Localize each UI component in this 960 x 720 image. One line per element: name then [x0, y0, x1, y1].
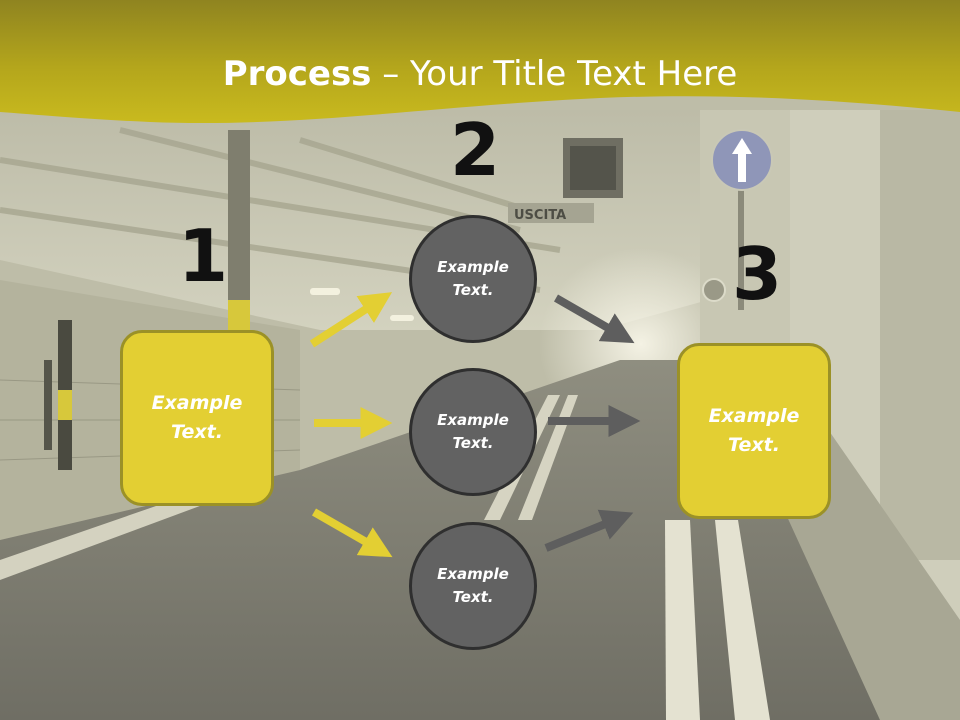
circle-bottom-label: Example Text. — [437, 565, 509, 606]
circle-middle-label: Example Text. — [437, 411, 509, 452]
step-number-1: 1 — [178, 214, 229, 298]
header-banner — [0, 0, 960, 124]
right-box-label: Example Text. — [708, 405, 800, 456]
circle-middle: Example Text. — [409, 368, 537, 496]
slide-title: Process – Your Title Text Here — [0, 54, 960, 94]
step-number-3: 3 — [732, 232, 783, 316]
left-box-label: Example Text. — [151, 392, 243, 443]
step-number-2: 2 — [450, 108, 501, 192]
title-bold-part: Process — [222, 54, 372, 94]
circle-bottom: Example Text. — [409, 522, 537, 650]
left-example-box: Example Text. — [120, 330, 274, 506]
uscita-sign-text: USCITA — [514, 208, 566, 223]
right-example-box: Example Text. — [677, 343, 831, 519]
title-regular-part: – Your Title Text Here — [371, 54, 738, 94]
circle-top-label: Example Text. — [437, 258, 509, 299]
circle-top: Example Text. — [409, 215, 537, 343]
